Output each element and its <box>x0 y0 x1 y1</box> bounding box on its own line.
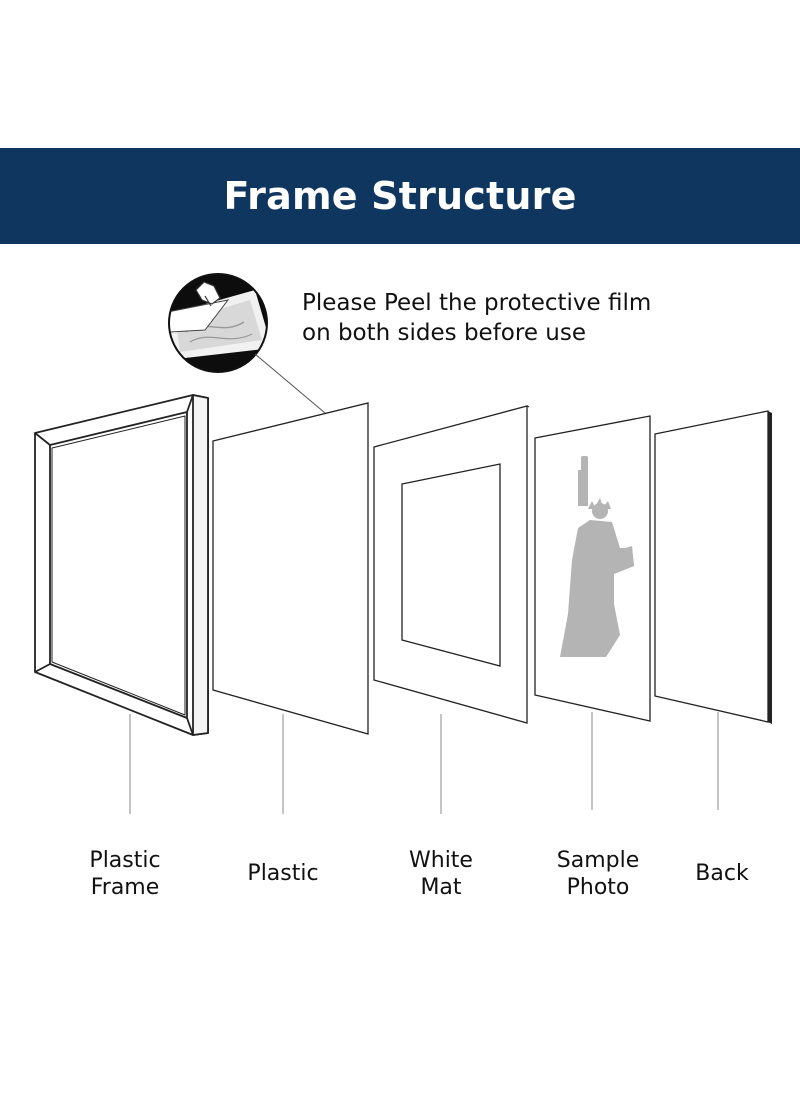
label-plastic-frame: Plastic Frame <box>60 847 190 901</box>
label-plastic-frame-line-1: Plastic <box>89 848 161 873</box>
white-mat-layer <box>373 405 530 724</box>
label-back-line-1: Back <box>695 861 749 886</box>
label-sample-photo-line-1: Sample <box>556 848 640 873</box>
label-plastic: Plastic <box>218 860 348 887</box>
label-plastic-frame-line-2: Frame <box>90 875 160 900</box>
label-white-mat: White Mat <box>376 847 506 901</box>
label-sample-photo: Sample Photo <box>528 847 668 901</box>
peel-film-note-line-2: on both sides before use <box>302 320 586 346</box>
sample-photo-layer <box>534 415 651 722</box>
peel-film-icon <box>168 273 268 373</box>
label-plastic-line-1: Plastic <box>247 861 319 886</box>
peel-film-note-line-1: Please Peel the protective film <box>302 290 652 316</box>
label-white-mat-line-2: Mat <box>420 875 462 900</box>
page-title: Frame Structure <box>223 174 577 218</box>
label-sample-photo-line-2: Photo <box>566 875 630 900</box>
label-white-mat-line-1: White <box>409 848 473 873</box>
statue-silhouette-icon <box>560 456 634 657</box>
plastic-frame-layer <box>34 394 209 736</box>
back-board-layer <box>654 410 772 724</box>
plastic-sheet-layer <box>212 402 369 735</box>
label-leader-lines <box>129 712 719 814</box>
label-back: Back <box>662 860 782 887</box>
peel-film-note: Please Peel the protective film on both … <box>302 288 782 348</box>
title-banner: Frame Structure <box>0 148 800 244</box>
